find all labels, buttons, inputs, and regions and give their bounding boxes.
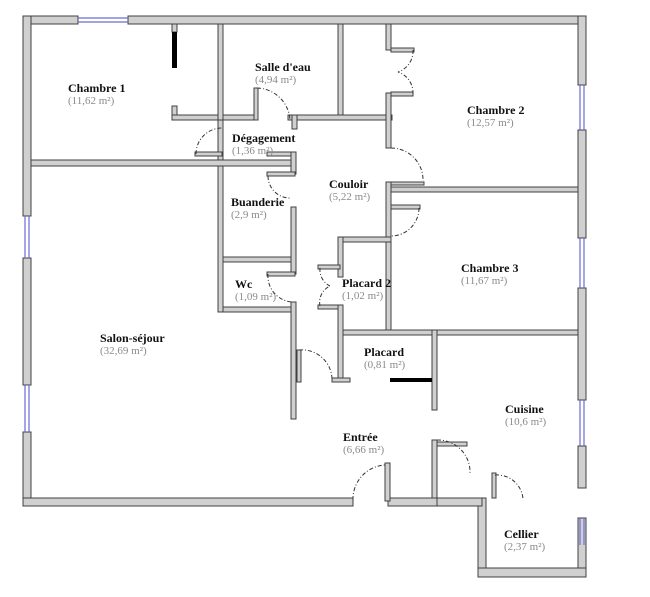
- room-area: (10,6 m²): [505, 416, 547, 429]
- room-chambre-2: Chambre 2 (12,57 m²): [467, 103, 525, 130]
- room-area: (12,57 m²): [467, 117, 514, 130]
- room-name: Entrée: [343, 430, 378, 444]
- room-area: (5,22 m²): [329, 191, 371, 204]
- room-area: (1,02 m²): [342, 290, 384, 303]
- room-placard: Placard (0,81 m²): [364, 345, 406, 372]
- room-chambre-1: Chambre 1 (11,62 m²): [68, 81, 126, 108]
- room-name: Placard: [364, 345, 404, 359]
- room-name: Chambre 1: [68, 81, 126, 95]
- room-area: (1,09 m²): [235, 291, 277, 304]
- room-name: Chambre 2: [467, 103, 525, 117]
- room-name: Wc: [235, 277, 253, 291]
- room-placard-2: Placard 2 (1,02 m²): [342, 276, 391, 303]
- room-name: Salon-séjour: [100, 331, 165, 345]
- room-chambre-3: Chambre 3 (11,67 m²): [461, 261, 519, 288]
- room-name: Dégagement: [232, 131, 296, 145]
- windows: [24, 17, 585, 545]
- closet-doors: [172, 32, 432, 382]
- room-area: (11,62 m²): [68, 95, 115, 108]
- interior-walls: [30, 23, 579, 507]
- room-name: Couloir: [329, 177, 369, 191]
- room-name: Cuisine: [505, 402, 544, 416]
- room-entree: Entrée (6,66 m²): [343, 430, 385, 457]
- room-area: (1,36 m²): [232, 145, 274, 158]
- room-area: (11,67 m²): [461, 275, 508, 288]
- room-name: Chambre 3: [461, 261, 519, 275]
- room-area: (2,9 m²): [231, 209, 267, 222]
- room-area: (32,69 m²): [100, 345, 147, 358]
- room-area: (2,37 m²): [504, 541, 546, 554]
- room-name: Buanderie: [231, 195, 285, 209]
- room-name: Placard 2: [342, 276, 391, 290]
- door-swings: [195, 49, 524, 501]
- room-area: (6,66 m²): [343, 444, 385, 457]
- room-salon-sejour: Salon-séjour (32,69 m²): [100, 331, 165, 358]
- room-salle-d-eau: Salle d'eau (4,94 m²): [255, 60, 311, 87]
- room-cuisine: Cuisine (10,6 m²): [505, 402, 547, 429]
- room-area: (0,81 m²): [364, 359, 406, 372]
- room-wc: Wc (1,09 m²): [235, 277, 277, 304]
- room-name: Salle d'eau: [255, 60, 311, 74]
- room-degagement: Dégagement (1,36 m²): [232, 131, 296, 158]
- room-area: (4,94 m²): [255, 74, 297, 87]
- room-buanderie: Buanderie (2,9 m²): [231, 195, 285, 222]
- room-cellier: Cellier (2,37 m²): [504, 527, 546, 554]
- room-couloir: Couloir (5,22 m²): [329, 177, 371, 204]
- room-name: Cellier: [504, 527, 539, 541]
